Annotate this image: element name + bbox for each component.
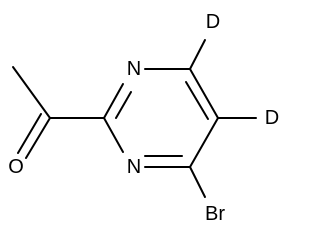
bond-carbonyl-oxygen-2 xyxy=(17,113,42,154)
bonds xyxy=(12,39,257,198)
bond-c2-n1-inner xyxy=(115,91,132,119)
bond-c4-br xyxy=(189,166,206,198)
bond-c6-c5 xyxy=(189,68,219,119)
atom-label-nitrogen-upper: N xyxy=(127,58,141,80)
atom-label-deuterium-top: D xyxy=(206,11,220,33)
atom-label-nitrogen-lower: N xyxy=(127,156,141,178)
bond-c5-c4 xyxy=(189,117,219,168)
bond-n3-c2 xyxy=(103,117,124,153)
atom-label-deuterium-right: D xyxy=(265,107,279,129)
atom-label-bromine: Br xyxy=(205,203,225,225)
bond-methyl-carbonyl xyxy=(12,66,51,119)
chemical-structure-diagram: N N O D D Br xyxy=(8,11,279,225)
bond-c2-n1 xyxy=(103,83,124,119)
atom-label-oxygen: O xyxy=(8,156,24,178)
bond-c6-d xyxy=(189,39,206,70)
bond-carbonyl-oxygen-1 xyxy=(25,117,51,159)
bond-c6-c5-inner xyxy=(185,81,209,120)
atom-labels: N N O D D Br xyxy=(8,11,279,225)
